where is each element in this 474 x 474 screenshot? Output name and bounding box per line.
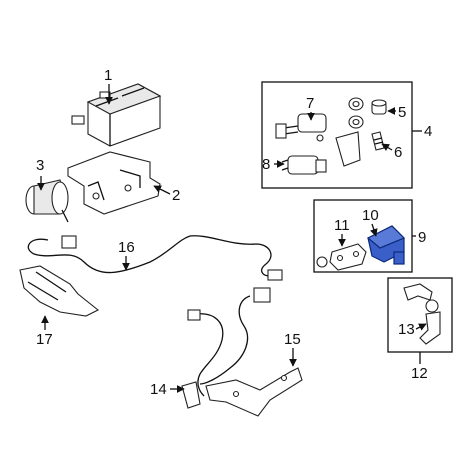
callout-8: 8 bbox=[262, 156, 270, 173]
callout-16: 16 bbox=[118, 239, 135, 256]
callout-13: 13 bbox=[398, 321, 415, 338]
callout-9: 9 bbox=[418, 229, 426, 246]
callout-17: 17 bbox=[36, 331, 53, 348]
callout-1: 1 bbox=[104, 67, 112, 84]
rear-oxygen-sensor[interactable] bbox=[181, 287, 271, 409]
callout-7: 7 bbox=[306, 95, 314, 112]
leader-2 bbox=[153, 185, 171, 195]
callout-4: 4 bbox=[424, 123, 432, 140]
callout-10: 10 bbox=[362, 207, 379, 224]
callout-6: 6 bbox=[394, 144, 402, 161]
leader-10 bbox=[370, 223, 378, 237]
group-box-4 bbox=[261, 81, 413, 189]
purge-solenoid-upper[interactable] bbox=[275, 113, 327, 142]
gasket[interactable] bbox=[316, 243, 367, 271]
callout-12: 12 bbox=[411, 365, 428, 382]
vent-valve[interactable] bbox=[25, 179, 69, 223]
heat-shield[interactable] bbox=[19, 265, 100, 317]
callout-15: 15 bbox=[284, 331, 301, 348]
oxygen-sensor-harness[interactable] bbox=[27, 235, 283, 281]
hose-connectors[interactable] bbox=[403, 283, 441, 345]
purge-solenoid-lower[interactable] bbox=[281, 131, 361, 175]
callout-11: 11 bbox=[334, 217, 350, 234]
bolt[interactable] bbox=[371, 131, 385, 151]
callout-14: 14 bbox=[150, 381, 167, 398]
purge-valve-highlighted[interactable] bbox=[366, 225, 406, 265]
vapor-canister[interactable] bbox=[71, 83, 162, 147]
canister-bracket[interactable] bbox=[67, 151, 161, 215]
callout-3: 3 bbox=[36, 157, 44, 174]
callout-2: 2 bbox=[172, 187, 180, 204]
grommets[interactable] bbox=[348, 97, 387, 129]
leader-6 bbox=[381, 143, 393, 151]
callout-5: 5 bbox=[398, 104, 406, 121]
leader-13 bbox=[415, 323, 427, 331]
sensor-bracket[interactable] bbox=[205, 367, 303, 417]
